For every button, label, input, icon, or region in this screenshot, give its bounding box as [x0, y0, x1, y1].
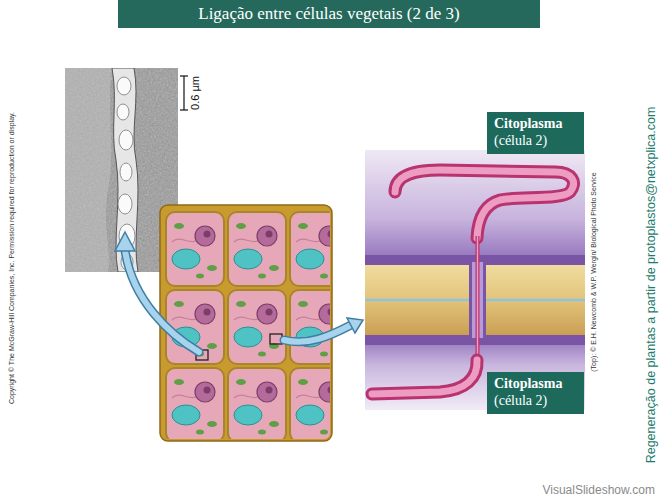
watermark: VisualSlideshow.com: [542, 480, 655, 498]
copyright-note: Copyright © The McGraw-Hill Companies, I…: [0, 112, 18, 404]
box-heading: Citoplasma: [494, 115, 577, 132]
photo-credit: (Top): © E.H. Newcomb & W.P. Wergin/ Bio…: [582, 172, 600, 371]
pointer-arrow: [284, 318, 363, 342]
label-box: Citoplasma(célula 2): [487, 372, 584, 414]
copyright-note: Copyright © The McGraw-Hill Companies, I…: [8, 112, 16, 404]
slide-title: Ligação entre células vegetais (2 de 3): [198, 4, 459, 24]
scale-label: 0.6 µm: [189, 76, 202, 110]
plasmodesma-detail: [365, 150, 585, 410]
title-bar: Ligação entre células vegetais (2 de 3): [118, 0, 540, 28]
watermark: Regeneração de plantas a partir de proto…: [644, 107, 658, 464]
scale-bar: [180, 76, 188, 110]
plant-cells: [160, 205, 348, 442]
label-box: Citoplasma(célula 2): [487, 112, 584, 154]
pointer-arrow: [115, 232, 199, 352]
box-subtext: (célula 2): [494, 132, 577, 149]
box-heading: Citoplasma: [494, 375, 577, 392]
box-subtext: (célula 2): [494, 392, 577, 409]
photo-credit: (Top): © E.H. Newcomb & W.P. Wergin/ Bio…: [590, 172, 598, 371]
watermark: VisualSlideshow.com: [542, 484, 655, 498]
watermark: Regeneração de plantas a partir de proto…: [641, 107, 659, 464]
scale-label: 0.6 µm: [185, 76, 203, 110]
